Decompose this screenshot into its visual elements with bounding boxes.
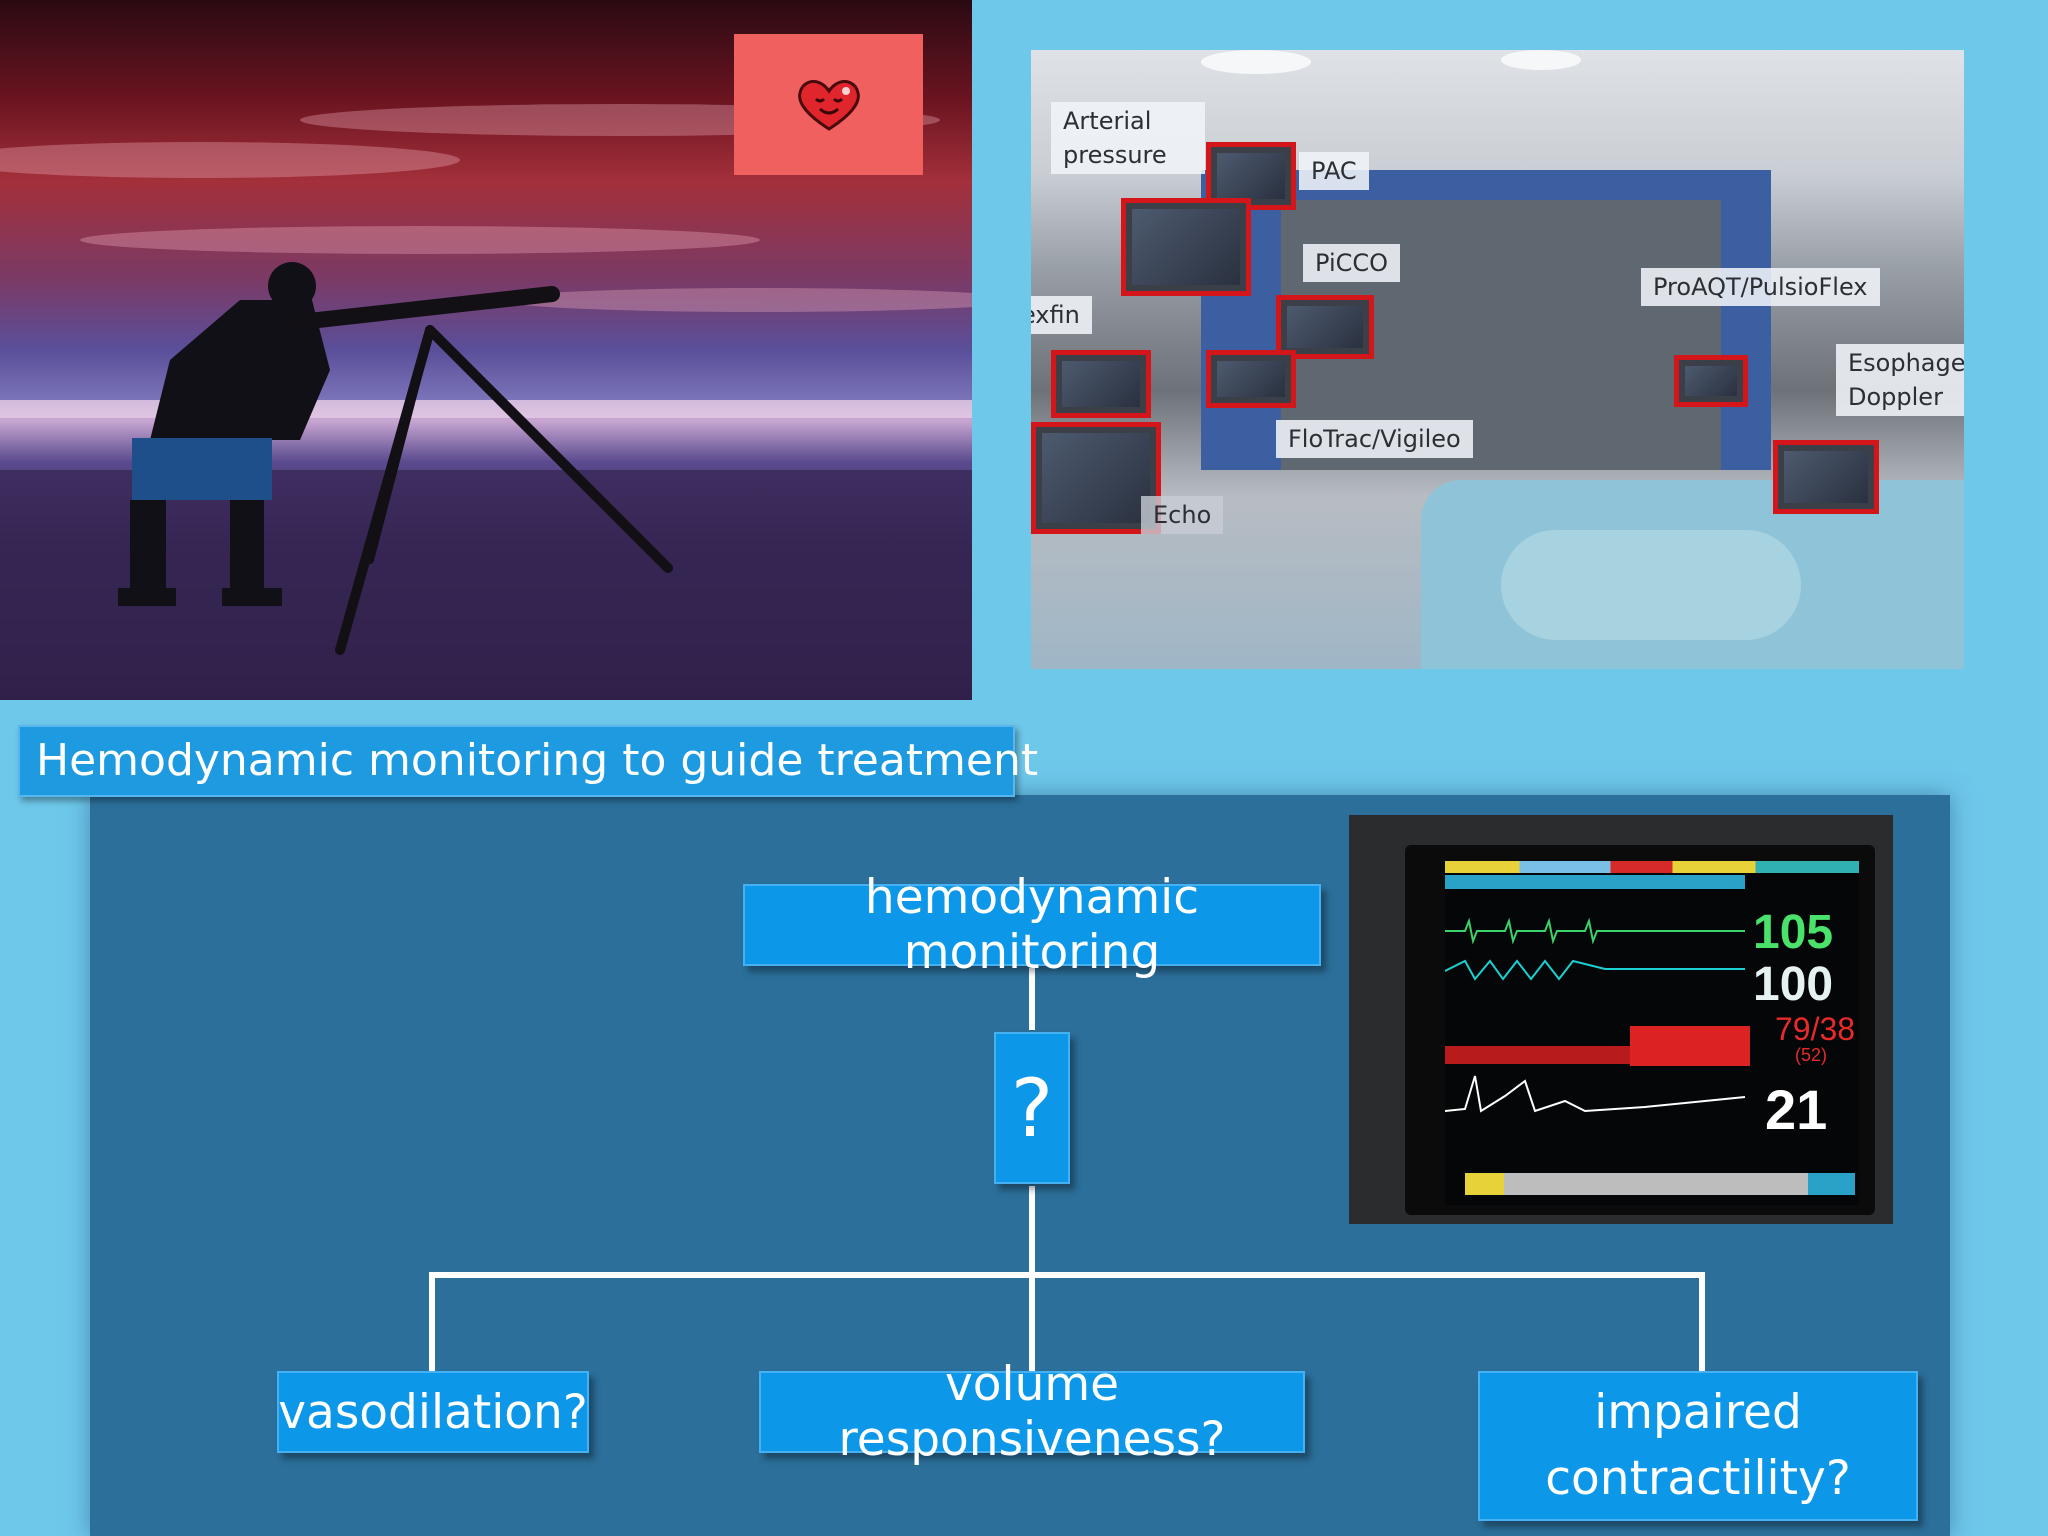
node-hemodynamic-monitoring: hemodynamic monitoring bbox=[743, 870, 1321, 980]
picco-monitor bbox=[1276, 295, 1374, 359]
label-echo: Echo bbox=[1141, 496, 1224, 534]
nexfin-monitor bbox=[1051, 350, 1151, 418]
proaqt-monitor bbox=[1674, 355, 1748, 407]
blood-pressure-value: 79/38 bbox=[1775, 1011, 1856, 1047]
heart-rate-value: 105 bbox=[1753, 906, 1834, 959]
alarm-banner bbox=[1445, 875, 1745, 889]
telescope-photo bbox=[0, 0, 972, 700]
resp-rate-value: 21 bbox=[1765, 1078, 1828, 1141]
pac-monitor bbox=[1206, 142, 1296, 210]
monitor-screen: 105 100 79/38 (52) 21 bbox=[1445, 861, 1859, 1205]
ceiling-light bbox=[1501, 50, 1581, 70]
monitor-photo: 105 100 79/38 (52) 21 bbox=[1349, 815, 1893, 1224]
ceiling-light bbox=[1201, 50, 1311, 74]
map-value: (52) bbox=[1795, 1045, 1828, 1065]
label-proaqt: ProAQT/PulsioFlex bbox=[1641, 268, 1880, 306]
label-esophageal-doppler: Esophageal Doppler bbox=[1836, 344, 1964, 416]
spo2-value: 100 bbox=[1753, 958, 1834, 1011]
connector-right-branch bbox=[1699, 1272, 1705, 1372]
label-flotrac: FloTrac/Vigileo bbox=[1276, 420, 1473, 458]
connector-left-branch bbox=[429, 1272, 435, 1372]
waveforms bbox=[1445, 917, 1750, 1113]
arterial-monitor bbox=[1121, 198, 1251, 296]
monitor-menu-bar bbox=[1465, 1173, 1855, 1195]
heart-sticker bbox=[734, 34, 923, 175]
node-volume-responsiveness-label: volume responsiveness? bbox=[838, 1357, 1226, 1467]
node-question-label: ? bbox=[1010, 1061, 1054, 1155]
echo-monitor bbox=[1031, 422, 1161, 534]
node-impaired-contractility-label: impaired contractility? bbox=[1545, 1385, 1851, 1506]
connector-horizontal bbox=[429, 1272, 1705, 1278]
status-bar bbox=[1445, 861, 1859, 873]
doppler-monitor bbox=[1773, 440, 1879, 514]
node-hemodynamic-monitoring-label: hemodynamic monitoring bbox=[864, 870, 1200, 980]
label-nexfin: Nexfin bbox=[1031, 296, 1092, 334]
patient-blanket bbox=[1501, 530, 1801, 640]
connector-question-down bbox=[1029, 1186, 1035, 1374]
icu-photo: Arterial pressure PAC PiCCO ProAQT/Pulsi… bbox=[1031, 50, 1964, 669]
label-picco: PiCCO bbox=[1303, 244, 1401, 282]
telescope-scene bbox=[0, 104, 972, 700]
node-volume-responsiveness: volume responsiveness? bbox=[759, 1357, 1305, 1467]
node-impaired-contractility: impaired contractility? bbox=[1478, 1371, 1918, 1521]
heart-icon bbox=[797, 79, 860, 131]
flotrac-monitor bbox=[1206, 350, 1296, 408]
node-vasodilation-label: vasodilation? bbox=[278, 1384, 588, 1440]
label-arterial-pressure: Arterial pressure bbox=[1051, 102, 1205, 174]
label-pac: PAC bbox=[1299, 152, 1369, 190]
node-question: ? bbox=[994, 1032, 1070, 1184]
slide-title: Hemodynamic monitoring to guide treatmen… bbox=[18, 725, 1038, 797]
connector-root-question bbox=[1029, 968, 1035, 1030]
node-vasodilation: vasodilation? bbox=[277, 1371, 589, 1453]
